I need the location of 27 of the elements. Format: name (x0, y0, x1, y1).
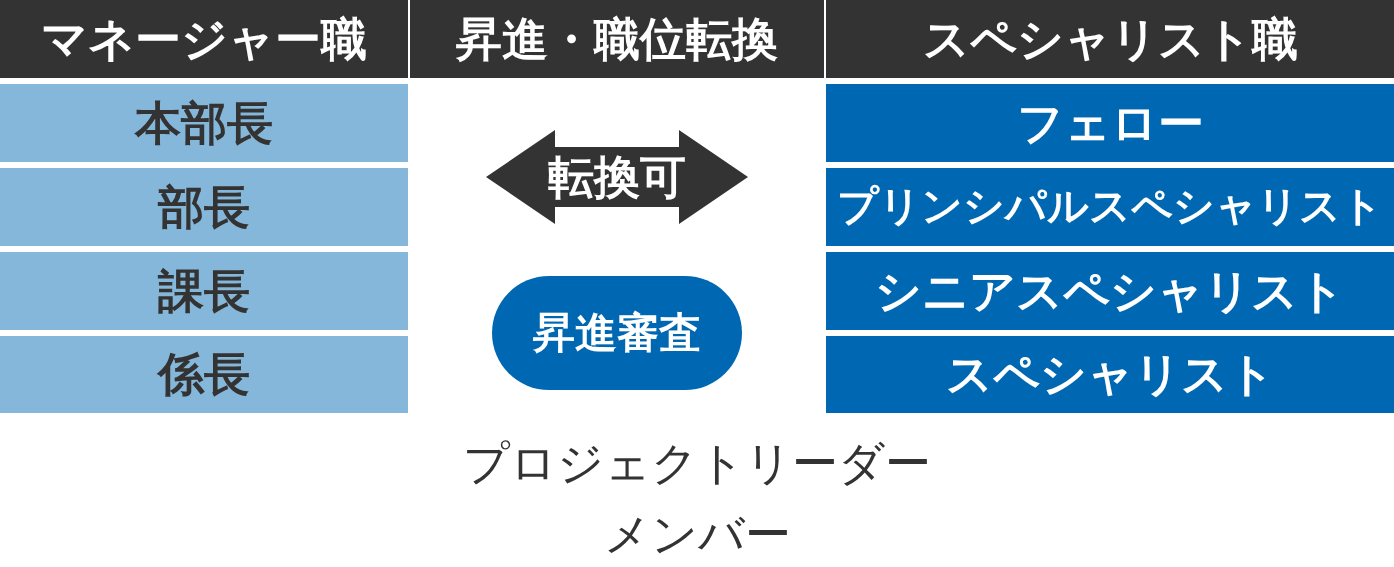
banner-label: 転換可 (548, 150, 686, 204)
manager-rank-box (0, 336, 408, 413)
manager-rank-box (0, 252, 408, 330)
double-pointed-banner (486, 130, 748, 224)
specialist-rank-box (826, 336, 1394, 413)
pill-label: 昇進審査 (533, 308, 701, 358)
rank-label: シニアスペシャリスト (875, 264, 1345, 318)
manager-rank-box (0, 84, 408, 162)
rank-label: 本部長 (135, 96, 273, 150)
specialist-rank-box (826, 252, 1394, 330)
rank-label: 係長 (158, 348, 250, 401)
rank-label: 部長 (158, 180, 250, 234)
specialist-rank-box (826, 168, 1394, 246)
manager-rank-box (0, 168, 408, 246)
rank-label: フェロー (1016, 96, 1204, 150)
rank-label: 課長 (158, 264, 250, 318)
specialist-rank-box (826, 84, 1394, 162)
rank-label: スペシャリスト (945, 348, 1275, 401)
header-title: スペシャリスト職 (922, 12, 1298, 66)
header-title: マネージャー職 (41, 12, 367, 66)
role-label: プロジェクトリーダー (463, 437, 931, 490)
rank-label: プリンシパルスペシャリスト (837, 183, 1383, 231)
column-header (0, 0, 408, 78)
column-header (826, 0, 1394, 78)
role-label: メンバー (603, 508, 791, 561)
header-title: 昇進・職位転換 (456, 12, 778, 66)
column-header (410, 0, 824, 78)
